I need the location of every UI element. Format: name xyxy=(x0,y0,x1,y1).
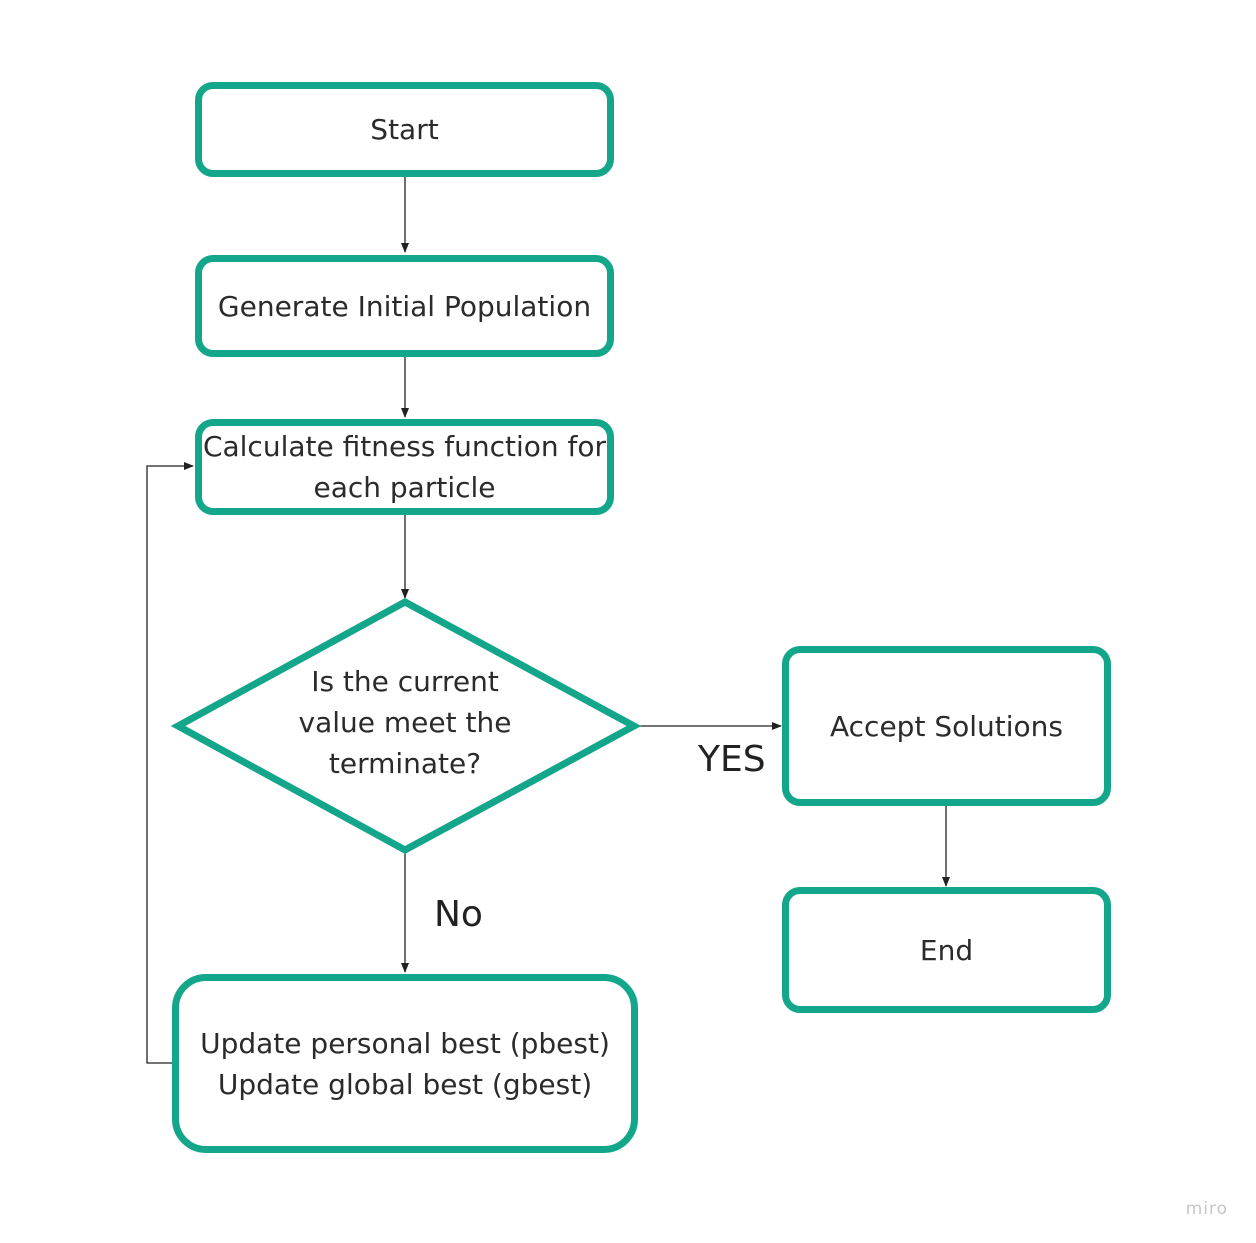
decision-diamond xyxy=(170,598,642,854)
yes-label: YES xyxy=(698,739,766,780)
accept-solutions-node: Accept Solutions xyxy=(782,646,1111,806)
no-label: No xyxy=(434,894,483,935)
start-node: Start xyxy=(195,82,614,177)
generate-population-node: Generate Initial Population xyxy=(195,255,614,357)
decision-label: Is the current value meet the terminate? xyxy=(298,665,512,780)
calculate-fitness-node: Calculate fitness function for each part… xyxy=(195,419,614,515)
arrow-update-loop-to-calculate xyxy=(146,462,194,1064)
miro-watermark: miro xyxy=(1185,1199,1228,1219)
update-best-node: Update personal best (pbest) Update glob… xyxy=(172,974,638,1153)
end-node: End xyxy=(782,887,1111,1013)
